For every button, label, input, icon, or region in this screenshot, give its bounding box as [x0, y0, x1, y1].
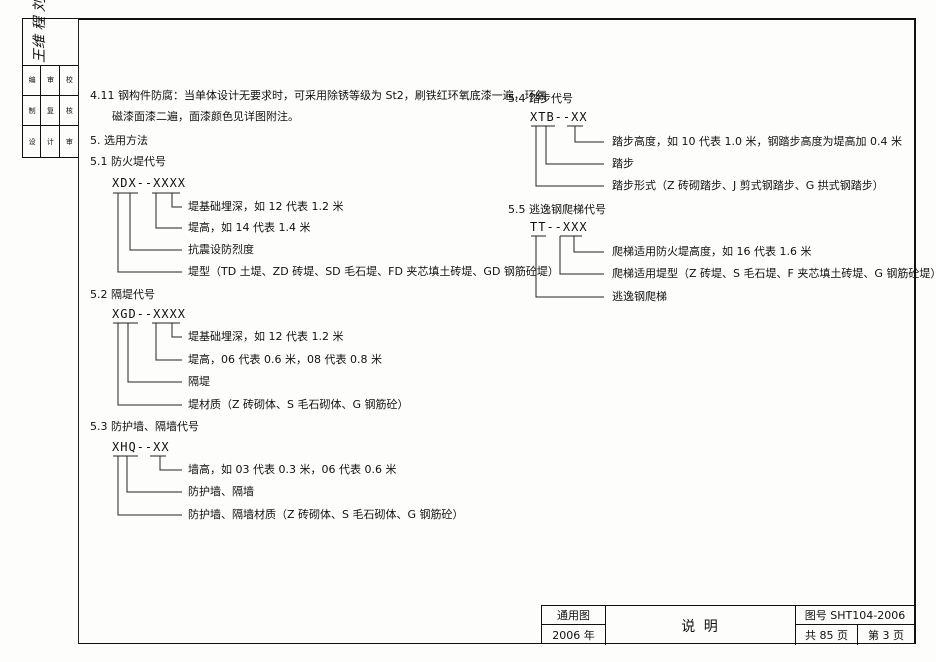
title-block-type: 通用图	[542, 606, 606, 625]
paragraph-4-11-line1: 4.11 钢构件防腐：当单体设计无要求时，可采用除锈等级为 St2，刷铁红环氧底…	[90, 89, 547, 102]
drawing-frame	[78, 18, 916, 644]
section-5-2-item: 堤高，06 代表 0.6 米，08 代表 0.8 米	[188, 353, 382, 366]
section-5-2-item: 隔堤	[188, 375, 210, 388]
section-5-1-code: XDX--XXXX	[112, 176, 187, 190]
sign-cell: 核	[59, 96, 78, 127]
paragraph-4-11-line2: 磁漆面漆二遍，面漆颜色见详图附注。	[112, 110, 299, 123]
sign-cell: 制	[23, 95, 42, 127]
section-5-3-code: XHQ--XX	[112, 440, 170, 454]
section-5-5-item: 爬梯适用防火堤高度，如 16 代表 1.6 米	[612, 245, 812, 258]
section-5-2-code: XGD--XXXX	[112, 307, 187, 321]
sign-cell: 校	[59, 65, 78, 96]
section-5-4-code: XTB--XX	[530, 110, 588, 124]
section-5-2-item: 堤材质（Z 砖砌体、S 毛石砌体、G 钢筋砼）	[188, 398, 409, 411]
sign-cell: 审	[41, 65, 60, 96]
section-5-5-item: 爬梯适用堤型（Z 砖堤、S 毛石堤、F 夹芯填土砖堤、G 钢筋砼堤）	[612, 267, 936, 280]
section-5-3-item: 防护墙、隔墙	[188, 485, 254, 498]
section-5-1-title: 5.1 防火堤代号	[90, 155, 166, 168]
frame-left-border	[78, 18, 79, 644]
section-5-1-item: 堤型（TD 土堤、ZD 砖堤、SD 毛石堤、FD 夹芯填土砖堤、GD 钢筋砼堤）	[188, 265, 559, 278]
title-block-drawing-no: 图号 SHT104-2006	[796, 606, 914, 625]
section-5-1-item: 抗震设防烈度	[188, 243, 254, 256]
section-5-4-item: 踏步高度，如 10 代表 1.0 米，钢踏步高度为堤高加 0.4 米	[612, 135, 902, 148]
sign-cell: 审	[65, 138, 74, 146]
sign-cell: 计	[41, 126, 60, 157]
title-block-title: 说 明	[606, 606, 796, 645]
section-5-3-item: 墙高，如 03 代表 0.3 米，06 代表 0.6 米	[188, 463, 397, 476]
title-block: 通用图 2006 年 说 明 图号 SHT104-2006 共 85 页 第 3…	[541, 605, 916, 645]
section-5-4-item: 踏步	[612, 157, 634, 170]
title-block-year: 2006 年	[542, 625, 606, 645]
title-block-total-pages: 共 85 页	[796, 625, 858, 645]
section-5-4-title: 5.4 踏步代号	[508, 92, 573, 105]
section-5-3-title: 5.3 防护墙、隔墙代号	[90, 420, 199, 433]
section-5-heading: 5. 选用方法	[90, 134, 148, 147]
section-5-2-item: 堤基础埋深，如 12 代表 1.2 米	[188, 330, 344, 343]
section-5-5-code: TT--XXX	[530, 220, 588, 234]
section-5-1-item: 堤高，如 14 代表 1.4 米	[188, 221, 311, 234]
sign-cell: 编	[23, 65, 42, 96]
section-5-4-item: 踏步形式（Z 砖砌踏步、J 剪式钢踏步、G 拱式钢踏步）	[612, 179, 884, 192]
sign-grid: 编 审 校 制 复 核 设 计 审	[23, 65, 78, 157]
sign-cell: 设	[23, 126, 42, 157]
signature: 王维 程 刘	[23, 0, 78, 66]
title-block-page: 第 3 页	[868, 629, 904, 642]
sign-cell: 复	[41, 95, 60, 127]
section-5-3-item: 防护墙、隔墙材质（Z 砖砌体、S 毛石砌体、G 钢筋砼）	[188, 508, 464, 521]
section-5-5-title: 5.5 逃逸钢爬梯代号	[508, 203, 606, 216]
section-5-2-title: 5.2 隔堤代号	[90, 288, 155, 301]
section-5-5-item: 逃逸钢爬梯	[612, 290, 667, 303]
section-5-1-item: 堤基础埋深，如 12 代表 1.2 米	[188, 200, 344, 213]
